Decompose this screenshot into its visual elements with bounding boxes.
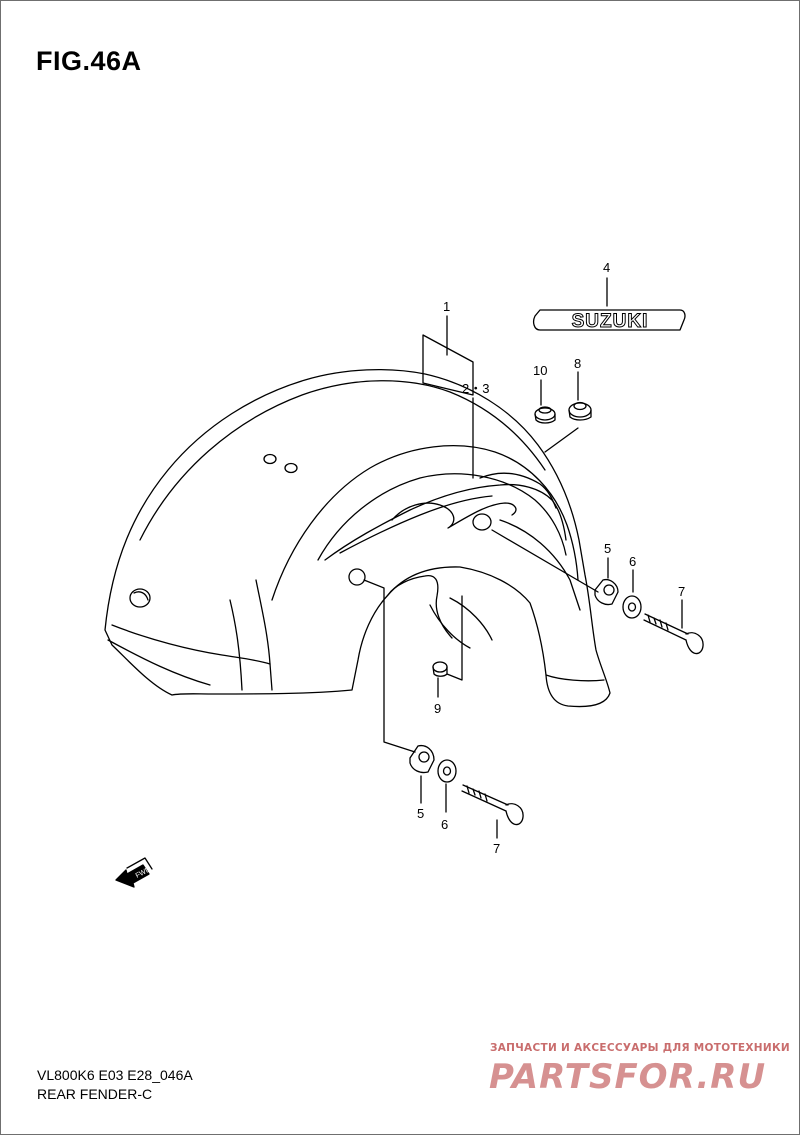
callout-5-lower: 5 xyxy=(417,806,424,821)
fender-side-panel xyxy=(111,624,271,665)
callout-2-3: 2・3 xyxy=(462,381,489,396)
fender-top-hole-left xyxy=(263,453,277,465)
fender-skirt-line-2 xyxy=(229,599,243,691)
bolt-7-lower xyxy=(461,784,524,826)
figure-section-name: REAR FENDER-C xyxy=(37,1086,153,1102)
fender-lower-arch xyxy=(317,473,567,561)
leader-grommets-to-fender xyxy=(544,427,579,453)
watermark-logo: PARTSFOR.RU xyxy=(489,1057,766,1096)
callout-6-lower: 6 xyxy=(441,817,448,832)
callout-6-upper: 6 xyxy=(629,554,636,569)
decal-marker-1 xyxy=(422,334,474,396)
nut-9 xyxy=(432,661,448,677)
washer-6-upper xyxy=(622,595,642,619)
fender-bolt-hole-upper xyxy=(472,513,492,531)
watermark-caption: ЗАПЧАСТИ И АКСЕССУАРЫ ДЛЯ МОТОТЕХНИКИ xyxy=(490,1042,790,1054)
fender-side-mount-hole xyxy=(129,588,151,608)
grommet-10 xyxy=(534,406,556,424)
callout-9: 9 xyxy=(434,701,441,716)
fender-bolt-hole-lower xyxy=(348,568,366,586)
fender-top-hole-right xyxy=(284,462,298,474)
fender-flame-graphic-stripe xyxy=(499,519,581,611)
callout-7-lower: 7 xyxy=(493,841,500,856)
suzuki-emblem-text: SUZUKI xyxy=(572,311,649,332)
fender-top-ridge xyxy=(139,380,546,541)
figure-model-code: VL800K6 E03 E28_046A xyxy=(37,1067,193,1083)
figure-title: FIG.46A xyxy=(36,46,142,76)
fender-outline xyxy=(104,368,611,708)
fwd-arrow xyxy=(115,857,153,888)
bolt-7-upper xyxy=(643,613,704,655)
fender-flame-graphic-swirl xyxy=(391,502,517,529)
leader-lower-bolt-path xyxy=(363,579,416,753)
callout-5-upper: 5 xyxy=(604,541,611,556)
callout-7-upper: 7 xyxy=(678,584,685,599)
spacer-5-upper xyxy=(594,578,619,606)
spacer-5-lower xyxy=(409,744,435,774)
leader-upper-bolt-path xyxy=(491,529,599,593)
fender-flame-graphic-tail xyxy=(479,472,557,509)
fender-flame-graphic-outer xyxy=(324,483,567,561)
fender-inner-skirt xyxy=(387,574,453,639)
grommet-8 xyxy=(568,401,592,421)
fender-tail-lip xyxy=(545,674,605,682)
fender-skirt-line xyxy=(255,579,273,691)
callout-1: 1 xyxy=(443,299,450,314)
fender-tail-inner xyxy=(429,597,493,649)
fender-inner-arch xyxy=(271,445,579,601)
suzuki-emblem-plate xyxy=(533,309,686,331)
callout-8: 8 xyxy=(574,356,581,371)
washer-6-lower xyxy=(437,759,457,783)
fender-side-panel-lower xyxy=(107,639,211,686)
leader-9-fender xyxy=(446,595,463,681)
watermark-logo-text: PARTSFOR.RU xyxy=(489,1057,766,1096)
fender-flame-graphic-mid xyxy=(339,495,493,554)
callout-4: 4 xyxy=(603,260,610,275)
callout-10: 10 xyxy=(533,363,547,378)
fender-side-mount-hole-inner xyxy=(133,591,149,601)
